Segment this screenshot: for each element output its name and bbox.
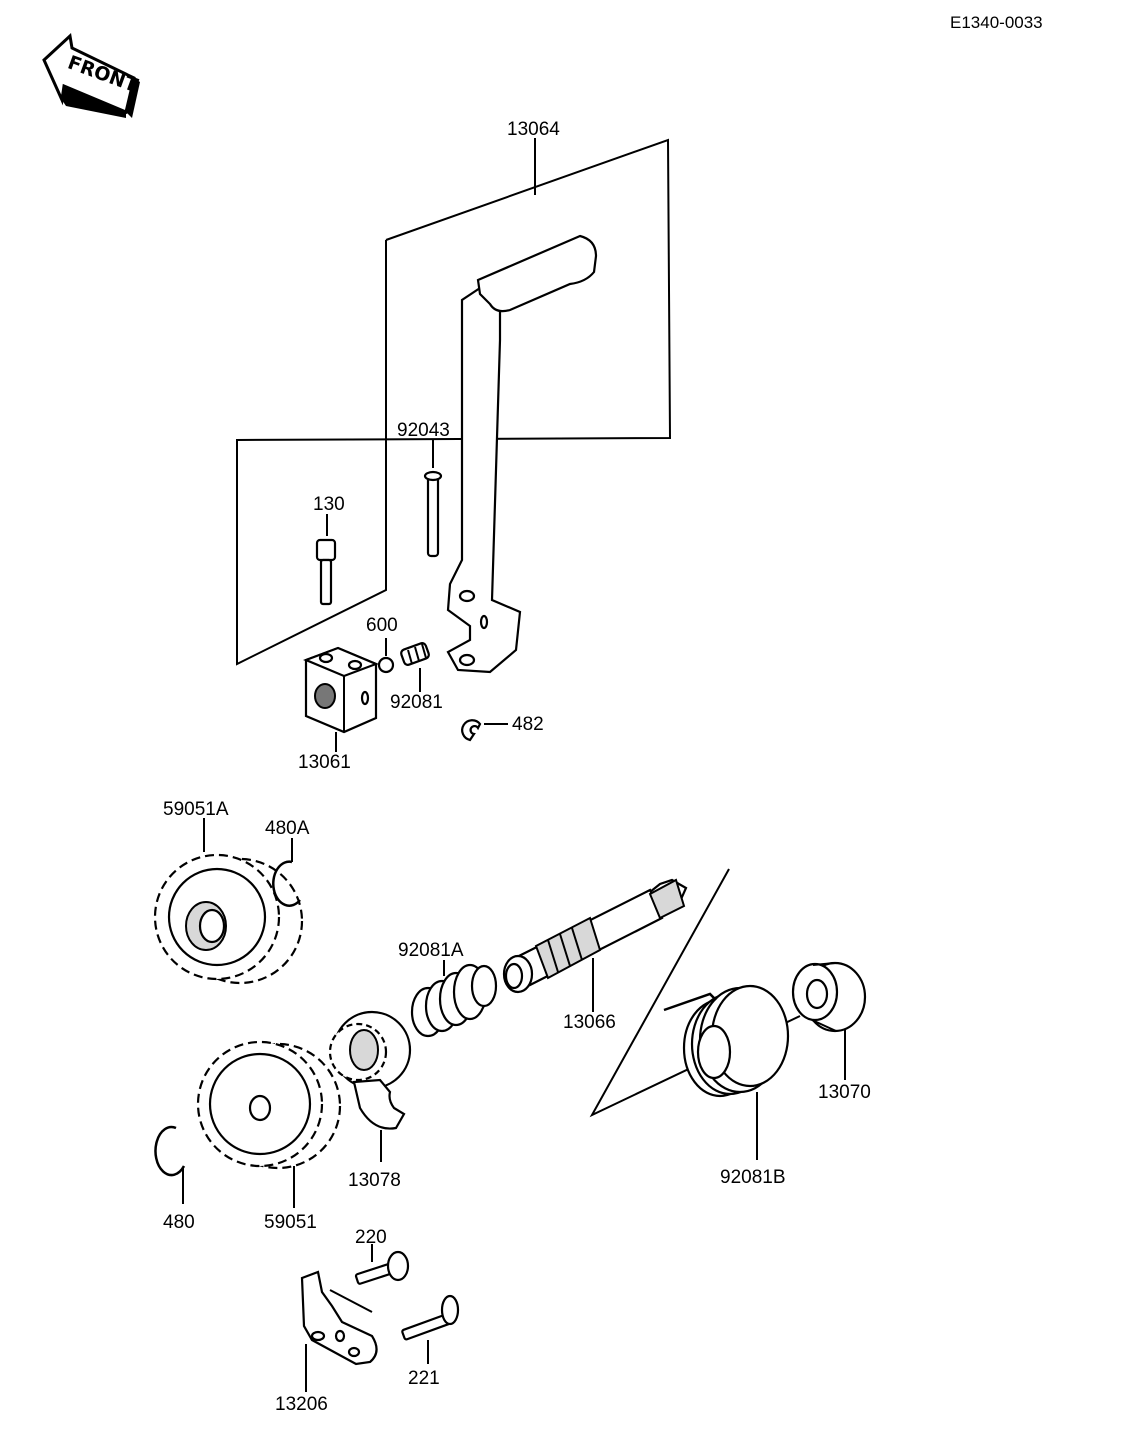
ball-600 (377, 656, 395, 674)
screw-221 (401, 1294, 460, 1341)
pedal-assembly-boundary (236, 138, 672, 666)
gear-59051a (153, 853, 304, 985)
ratchet-13078 (328, 1010, 412, 1130)
label-spring-a: 92081A (398, 940, 464, 961)
guide-13206 (300, 1270, 378, 1366)
return-spring-92081b (663, 984, 790, 1098)
clip-482 (461, 719, 482, 742)
label-pin: 92043 (397, 420, 450, 441)
bolt-220 (354, 1250, 410, 1285)
label-clip: 482 (512, 714, 544, 735)
label-screw-221: 221 (408, 1368, 440, 1389)
label-ball: 600 (366, 615, 398, 636)
label-gear: 59051 (264, 1212, 317, 1233)
label-collar: 13070 (818, 1082, 871, 1103)
bolt-130 (315, 538, 337, 606)
front-arrow-icon: FRONT (42, 33, 141, 118)
label-spring: 92081 (390, 692, 443, 713)
document-code: E1340-0033 (950, 13, 1043, 32)
spring-92081 (400, 642, 430, 666)
pedal-boss (303, 646, 379, 734)
circlip-480 (154, 1125, 186, 1177)
pedal-pin (423, 470, 443, 558)
kick-pedal (446, 234, 598, 674)
label-return-spring: 92081B (720, 1167, 786, 1188)
label-kick-pedal: 13064 (507, 119, 560, 140)
label-circlip-a: 480A (265, 818, 310, 839)
collar-13070 (791, 961, 867, 1033)
kick-shaft (502, 878, 688, 994)
label-circlip: 480 (163, 1212, 195, 1233)
label-kick-shaft: 13066 (563, 1012, 616, 1033)
label-bolt: 130 (313, 494, 345, 515)
gear-59051 (196, 1040, 342, 1170)
label-bolt-220: 220 (355, 1227, 387, 1248)
spring-92081a (410, 963, 498, 1038)
circlip-480a (272, 860, 301, 907)
label-ratchet: 13078 (348, 1170, 401, 1191)
label-boss: 13061 (298, 752, 351, 773)
label-gear-a: 59051A (163, 799, 229, 820)
label-guide: 13206 (275, 1394, 328, 1415)
